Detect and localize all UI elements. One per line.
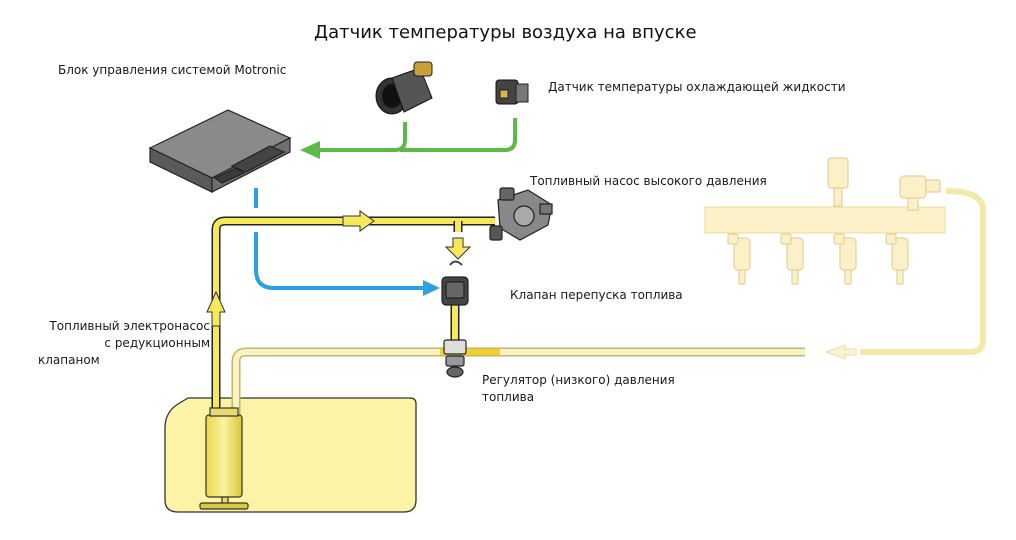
high-pressure-pump xyxy=(489,187,553,241)
fuel-tank xyxy=(164,397,417,513)
ecu-unit xyxy=(148,109,292,193)
control-arrow xyxy=(423,280,440,296)
electric-pump-label: Топливный электронасос с редукционным кл… xyxy=(10,318,210,369)
electric-pump-label-line2: с редукционным xyxy=(104,336,210,350)
bypass-valve xyxy=(441,260,469,306)
flow-arrow-up xyxy=(206,290,226,327)
air-temp-signal-line xyxy=(320,122,407,152)
rail-pressure-valve xyxy=(899,175,941,211)
coolant-signal-line xyxy=(400,118,517,152)
electric-pump-label-line1: Топливный электронасос xyxy=(49,319,210,333)
high-pressure-pump-label: Топливный насос высокого давления xyxy=(530,174,767,188)
low-pressure-regulator xyxy=(443,339,467,378)
injectors xyxy=(727,233,909,285)
air-temp-sensor xyxy=(375,61,433,115)
coolant-temp-sensor xyxy=(495,79,529,105)
rail-pressure-sensor xyxy=(827,157,849,207)
regulator-label-line2: топлива xyxy=(482,390,535,404)
signal-arrow xyxy=(300,141,320,159)
diagram-title: Датчик температуры воздуха на впуске xyxy=(314,22,697,43)
flow-arrow-right-1 xyxy=(342,210,375,232)
return-arrow xyxy=(824,344,857,360)
regulator-label: Регулятор (низкого) давления топлива xyxy=(482,372,702,406)
regulator-label-line1: Регулятор (низкого) давления xyxy=(482,373,675,387)
flow-arrow-down xyxy=(444,237,472,260)
coolant-sensor-label: Датчик температуры охлаждающей жидкости xyxy=(548,80,846,94)
electric-pump-label-line3: клапаном xyxy=(38,353,100,367)
rail-return-line xyxy=(860,188,986,355)
fuel-rail xyxy=(704,206,946,234)
bypass-valve-label: Клапан перепуска топлива xyxy=(510,288,683,302)
electric-fuel-pump xyxy=(199,407,249,510)
ecu-label: Блок управления системой Motronic xyxy=(58,63,287,77)
